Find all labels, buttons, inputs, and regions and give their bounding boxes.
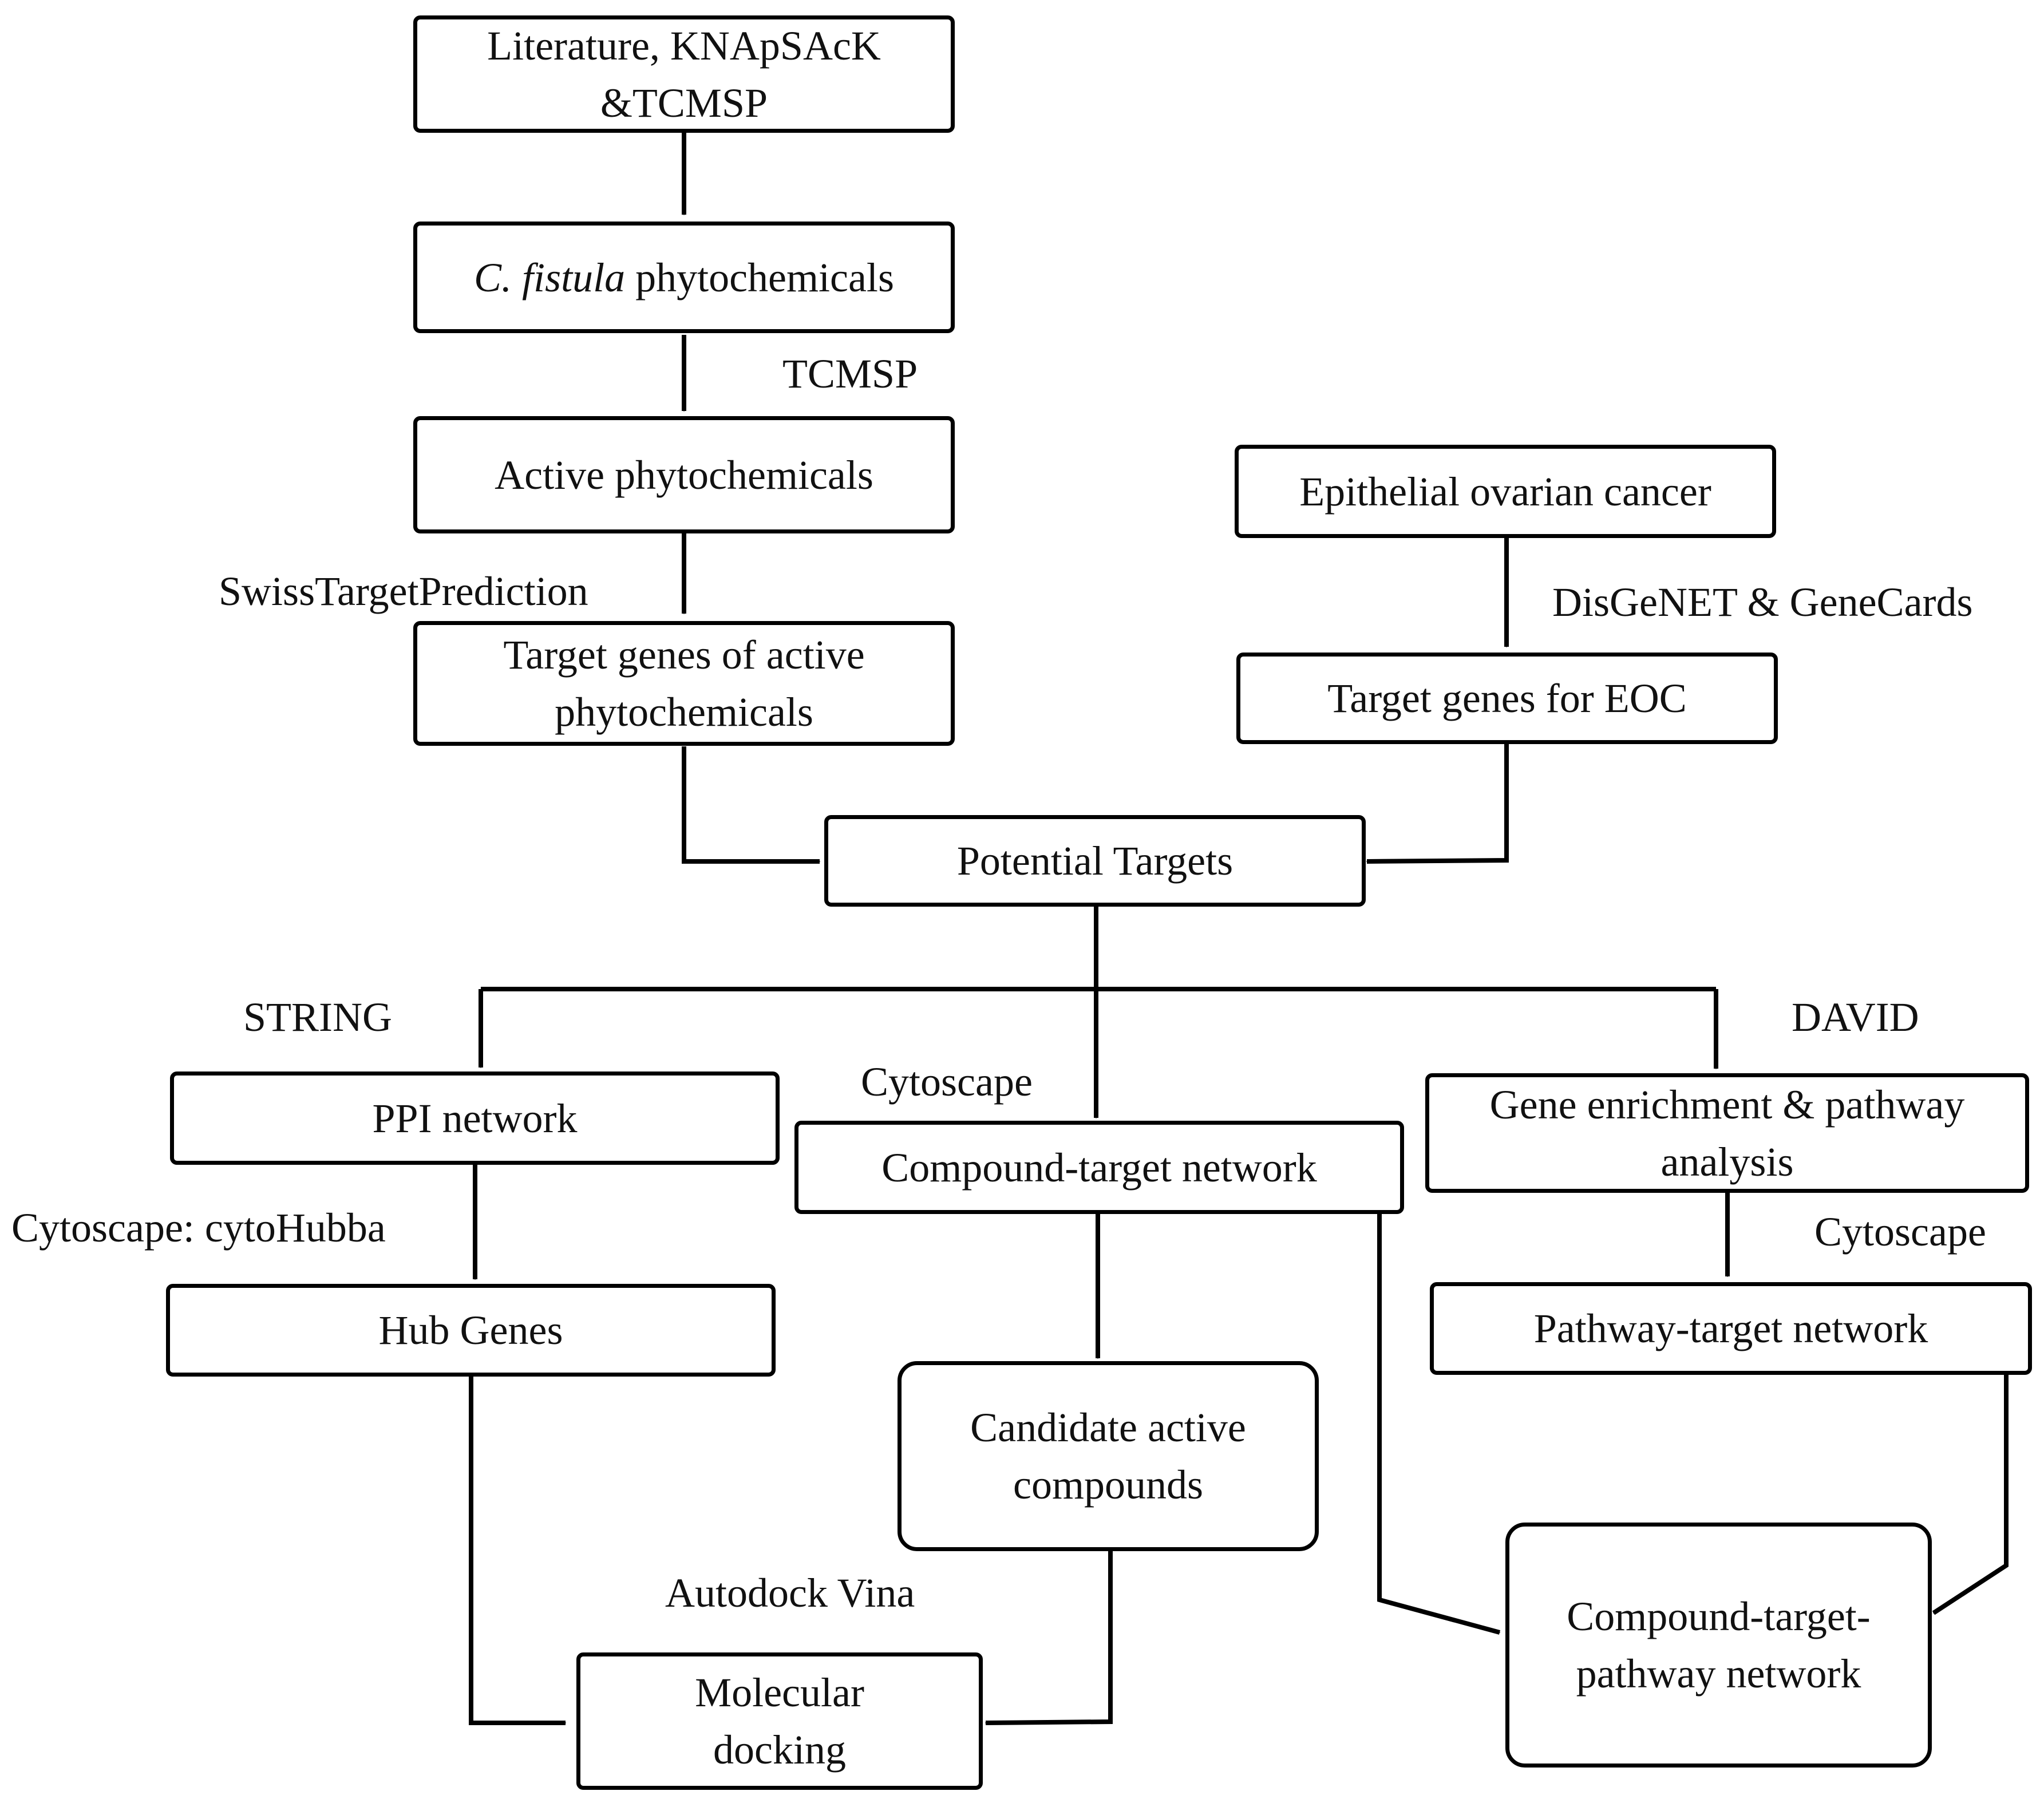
arrow-pathway-to-ctp xyxy=(1932,1331,2009,1615)
gene-enrichment-box: Gene enrichment & pathway analysis xyxy=(1425,1073,2029,1193)
literature-box: Literature, KNApSAcK &TCMSP xyxy=(413,15,955,133)
active-phytochemicals-box: Active phytochemicals xyxy=(413,416,955,533)
label-cytoscape-center: Cytoscape xyxy=(861,1059,1033,1105)
molecular-docking-text: Molecular docking xyxy=(695,1670,864,1773)
gene-enrichment-text: Gene enrichment & pathway analysis xyxy=(1489,1081,1965,1185)
hub-genes-box: Hub Genes xyxy=(166,1284,776,1377)
potential-targets-box: Potential Targets xyxy=(824,815,1366,907)
label-cytoscape-right: Cytoscape xyxy=(1814,1209,1986,1255)
pathway-target-network-text: Pathway-target network xyxy=(1533,1306,1928,1351)
active-phytochemicals-text: Active phytochemicals xyxy=(495,452,873,498)
epithelial-ovarian-cancer-text: Epithelial ovarian cancer xyxy=(1299,468,1711,515)
literature-text: Literature, KNApSAcK &TCMSP xyxy=(487,22,881,126)
hub-genes-text: Hub Genes xyxy=(378,1307,563,1353)
target-genes-eoc-box: Target genes for EOC xyxy=(1236,653,1778,744)
label-david: DAVID xyxy=(1792,994,1919,1040)
candidate-compounds-box: Candidate active compounds xyxy=(898,1361,1319,1551)
candidate-compounds-text: Candidate active compounds xyxy=(970,1405,1246,1508)
molecular-docking-box: Molecular docking xyxy=(576,1652,983,1790)
label-string: STRING xyxy=(243,994,393,1040)
compound-target-network-box: Compound-target network xyxy=(794,1121,1404,1214)
label-tcmsp: TCMSP xyxy=(782,351,918,397)
target-genes-active-box: Target genes of active phytochemicals xyxy=(413,621,955,746)
arrow-eoc-targets-to-potential xyxy=(1366,744,1509,864)
phytochemicals-text: C. fistula phytochemicals xyxy=(474,249,894,306)
compound-target-pathway-text: Compound-target- pathway network xyxy=(1567,1594,1871,1697)
target-genes-active-text: Target genes of active phytochemicals xyxy=(503,632,865,735)
compound-target-pathway-box: Compound-target- pathway network xyxy=(1505,1523,1932,1768)
label-disgenet-genecards: DisGeNET & GeneCards xyxy=(1552,579,1973,625)
ppi-network-box: PPI network xyxy=(170,1071,780,1165)
target-genes-eoc-text: Target genes for EOC xyxy=(1327,675,1687,721)
compound-target-network-text: Compound-target network xyxy=(881,1144,1317,1191)
phytochemicals-suffix: phytochemicals xyxy=(625,254,894,300)
potential-targets-text: Potential Targets xyxy=(956,838,1233,884)
species-name: C. fistula xyxy=(474,254,626,300)
ppi-network-text: PPI network xyxy=(372,1095,578,1141)
phytochemicals-box: C. fistula phytochemicals xyxy=(413,222,955,333)
arrow-targets-to-potential xyxy=(682,746,821,864)
epithelial-ovarian-cancer-box: Epithelial ovarian cancer xyxy=(1235,445,1776,538)
label-autodock-vina: Autodock Vina xyxy=(665,1570,915,1616)
pathway-target-network-box: Pathway-target network xyxy=(1430,1282,2032,1375)
arrow-hub-to-docking xyxy=(469,1377,567,1725)
label-swisstargetprediction: SwissTargetPrediction xyxy=(219,568,588,614)
arrow-compound-to-ctp xyxy=(1377,1179,1501,1635)
arrow-candidate-to-docking xyxy=(985,1551,1113,1725)
label-cytoscape-cytohubba: Cytoscape: cytoHubba xyxy=(11,1205,386,1251)
